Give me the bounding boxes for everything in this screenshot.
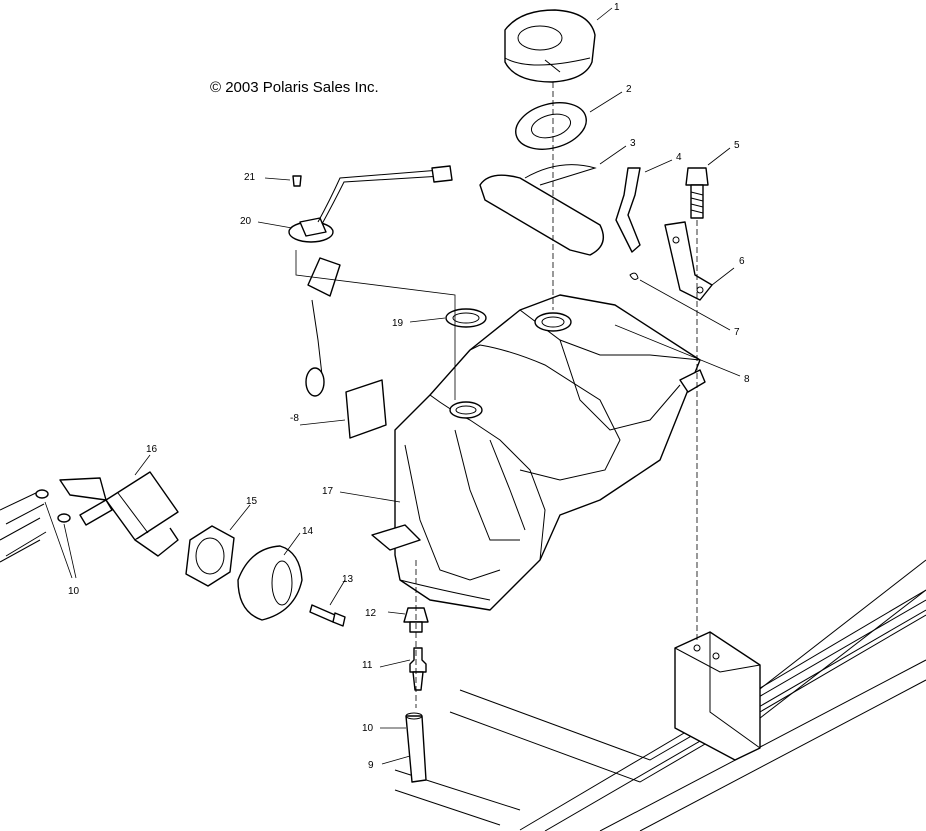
- callout-6: 6: [739, 256, 745, 267]
- tank-bracket: [664, 221, 713, 301]
- frame-rails: [394, 559, 926, 831]
- shutoff-valve: [409, 647, 427, 691]
- hose-clip: [629, 272, 639, 280]
- fuel-line: [405, 712, 427, 783]
- copyright-notice: © 2003 Polaris Sales Inc.: [210, 79, 379, 96]
- fuel-sender: [288, 165, 453, 397]
- callout-9: 9: [368, 760, 374, 771]
- callout-1: 1: [614, 2, 620, 13]
- callout-14: 14: [302, 526, 314, 537]
- callout-4: 4: [676, 152, 682, 163]
- callout-19: 19: [392, 318, 404, 329]
- callout-7: 7: [734, 327, 740, 338]
- seal-pad: [479, 164, 604, 256]
- callout-20: 20: [240, 216, 252, 227]
- fuel-hoses: [0, 489, 71, 563]
- mount-bolt: [685, 167, 709, 219]
- mount-screw: [309, 604, 346, 627]
- isolator-mount: [237, 545, 303, 621]
- fuel-tank: [371, 294, 706, 611]
- callout-17: 17: [322, 486, 334, 497]
- callout-2: 2: [626, 84, 632, 95]
- callout-3: 3: [630, 138, 636, 149]
- callout-21: 21: [244, 172, 256, 183]
- fuel-cap: [504, 9, 596, 83]
- callout-8: 8: [744, 374, 750, 385]
- vent-hose: [615, 167, 641, 253]
- warning-label: [345, 379, 387, 439]
- cap-gasket: [515, 102, 587, 150]
- callout-16: 16: [146, 444, 158, 455]
- callout-5: 5: [734, 140, 740, 151]
- sender-screw: [292, 175, 302, 187]
- sender-gasket: [445, 308, 487, 328]
- callout-15: 15: [246, 496, 258, 507]
- callout-12: 12: [365, 608, 377, 619]
- lock-nut: [185, 525, 235, 587]
- callout-18: -8: [290, 413, 299, 424]
- callout-13: 13: [342, 574, 354, 585]
- callout-numbers: 1 2 3 4 5 6 7 8 9 10 10 11 12 13 14 15 1…: [68, 2, 750, 771]
- callout-11: 11: [362, 660, 373, 671]
- leader-lines: [44, 7, 741, 765]
- fuel-filter: [59, 471, 179, 557]
- callout-10-hoses: 10: [68, 586, 80, 597]
- callout-10-line: 10: [362, 723, 374, 734]
